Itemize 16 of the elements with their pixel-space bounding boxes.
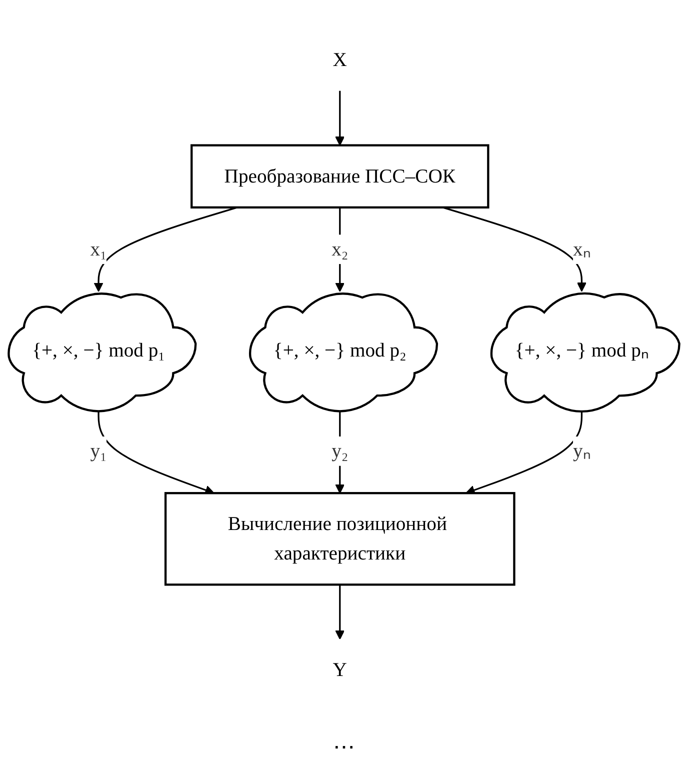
flowchart-drawing: x₁ x₂ xₙ y₁ y₂ yₙ X Преобразование ПСС–СОК {+, ×, −} mod p₁ {+, ×, −} mod p₂ {+, ×, −} mod pₙ Вычисление позиционной характеристики Y	[0, 20, 688, 710]
node-text: Y	[332, 658, 347, 681]
edge-label: x₂	[332, 238, 348, 260]
arrow	[335, 90, 345, 146]
node-text: X	[332, 48, 347, 70]
node-box	[190, 144, 490, 209]
node-box	[164, 492, 516, 586]
edge-label: xₙ	[573, 238, 590, 260]
edge-label: y₁	[90, 440, 107, 462]
arrow	[335, 584, 345, 640]
edge-label: yₙ	[573, 440, 590, 462]
arrow	[442, 206, 586, 292]
ellipsis-text: ⋯	[333, 734, 355, 759]
edge-label: x₁	[90, 238, 107, 260]
arrow	[94, 206, 238, 292]
edge-label: y₂	[332, 440, 348, 462]
